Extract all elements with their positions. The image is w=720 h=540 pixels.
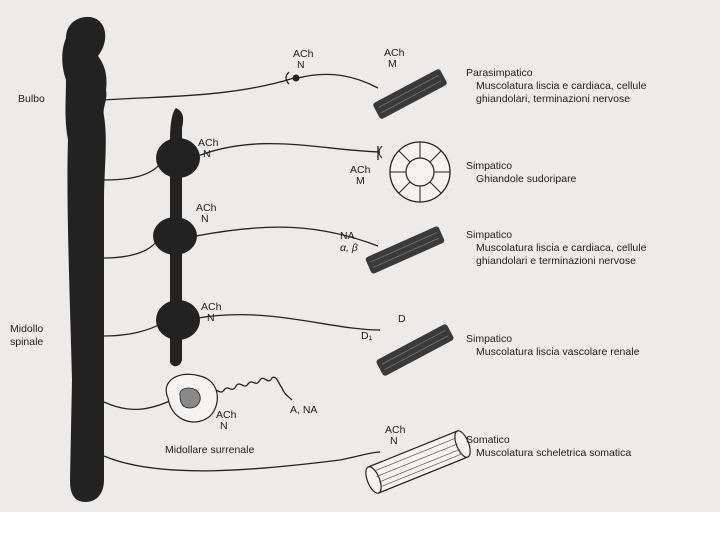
parasympathetic-preganglionic-fiber bbox=[104, 78, 294, 100]
adrenal-fiber bbox=[104, 400, 172, 409]
parasympathetic-postganglionic-fiber bbox=[298, 74, 378, 88]
parasympathetic-title: Parasimpatico bbox=[466, 67, 533, 80]
preganglionic-fiber-3 bbox=[104, 324, 160, 336]
preganglionic-fiber-2 bbox=[104, 242, 156, 258]
parasympathetic-ganglion-receptor: N bbox=[297, 60, 305, 71]
ganglion-3-receptor: N bbox=[207, 313, 215, 324]
sweat-line1: Ghiandole sudoripare bbox=[476, 173, 576, 186]
synapse-dot bbox=[293, 75, 300, 82]
adrenergic-title: Simpatico bbox=[466, 229, 512, 242]
ganglion-2-receptor: N bbox=[201, 214, 209, 225]
ganglion-2 bbox=[153, 217, 197, 255]
adrenergic-line2: ghiandolari e terminazioni nervose bbox=[476, 255, 636, 268]
adrenergic-transmitter: NA bbox=[340, 231, 355, 242]
postganglionic-fiber-sweat bbox=[198, 144, 380, 156]
smooth-muscle-3 bbox=[375, 323, 454, 376]
adrenergic-receptors: α, β bbox=[340, 243, 358, 254]
preganglionic-fiber-1 bbox=[104, 164, 160, 180]
renal-title: Simpatico bbox=[466, 333, 512, 346]
adrenal-medulla bbox=[166, 374, 217, 422]
ganglion-1-receptor: N bbox=[203, 149, 211, 160]
adrenal-release: A, NA bbox=[290, 405, 317, 416]
smooth-muscle-1 bbox=[372, 68, 448, 120]
renal-transmitter: D bbox=[398, 314, 406, 325]
ganglion-1 bbox=[156, 138, 200, 178]
nerve-ending-3 bbox=[379, 146, 382, 158]
somatic-receptor: N bbox=[390, 436, 398, 447]
sweat-effector-receptor: M bbox=[356, 176, 365, 187]
label-bulbo: Bulbo bbox=[18, 94, 45, 105]
label-spinale: spinale bbox=[10, 337, 43, 348]
skeletal-muscle bbox=[363, 429, 474, 495]
nerve-ending-1 bbox=[286, 72, 289, 84]
parasympathetic-line1: Muscolatura liscia e cardiaca, cellule bbox=[476, 80, 646, 93]
label-midollo: Midollo bbox=[10, 324, 43, 335]
sweat-title: Simpatico bbox=[466, 160, 512, 173]
parasympathetic-line2: ghiandolari, terminazioni nervose bbox=[476, 93, 630, 106]
adrenal-medulla-label: Midollare surrenale bbox=[165, 445, 254, 456]
adrenergic-line1: Muscolatura liscia e cardiaca, cellule bbox=[476, 242, 646, 255]
ganglion-3 bbox=[156, 300, 200, 340]
spinal-cord bbox=[62, 17, 106, 502]
parasympathetic-effector-receptor: M bbox=[388, 59, 397, 70]
renal-line1: Muscolatura liscia vascolare renale bbox=[476, 346, 639, 359]
adrenal-hormone-wavy-line bbox=[212, 377, 292, 400]
smooth-muscle-2 bbox=[365, 226, 445, 275]
somatic-line1: Muscolatura scheletrica somatica bbox=[476, 447, 631, 460]
renal-receptor: D₁ bbox=[361, 331, 372, 342]
postganglionic-fiber-renal bbox=[198, 315, 380, 330]
somatic-title: Somatico bbox=[466, 434, 510, 447]
adrenal-receptor: N bbox=[220, 421, 228, 432]
sweat-gland bbox=[390, 142, 450, 202]
